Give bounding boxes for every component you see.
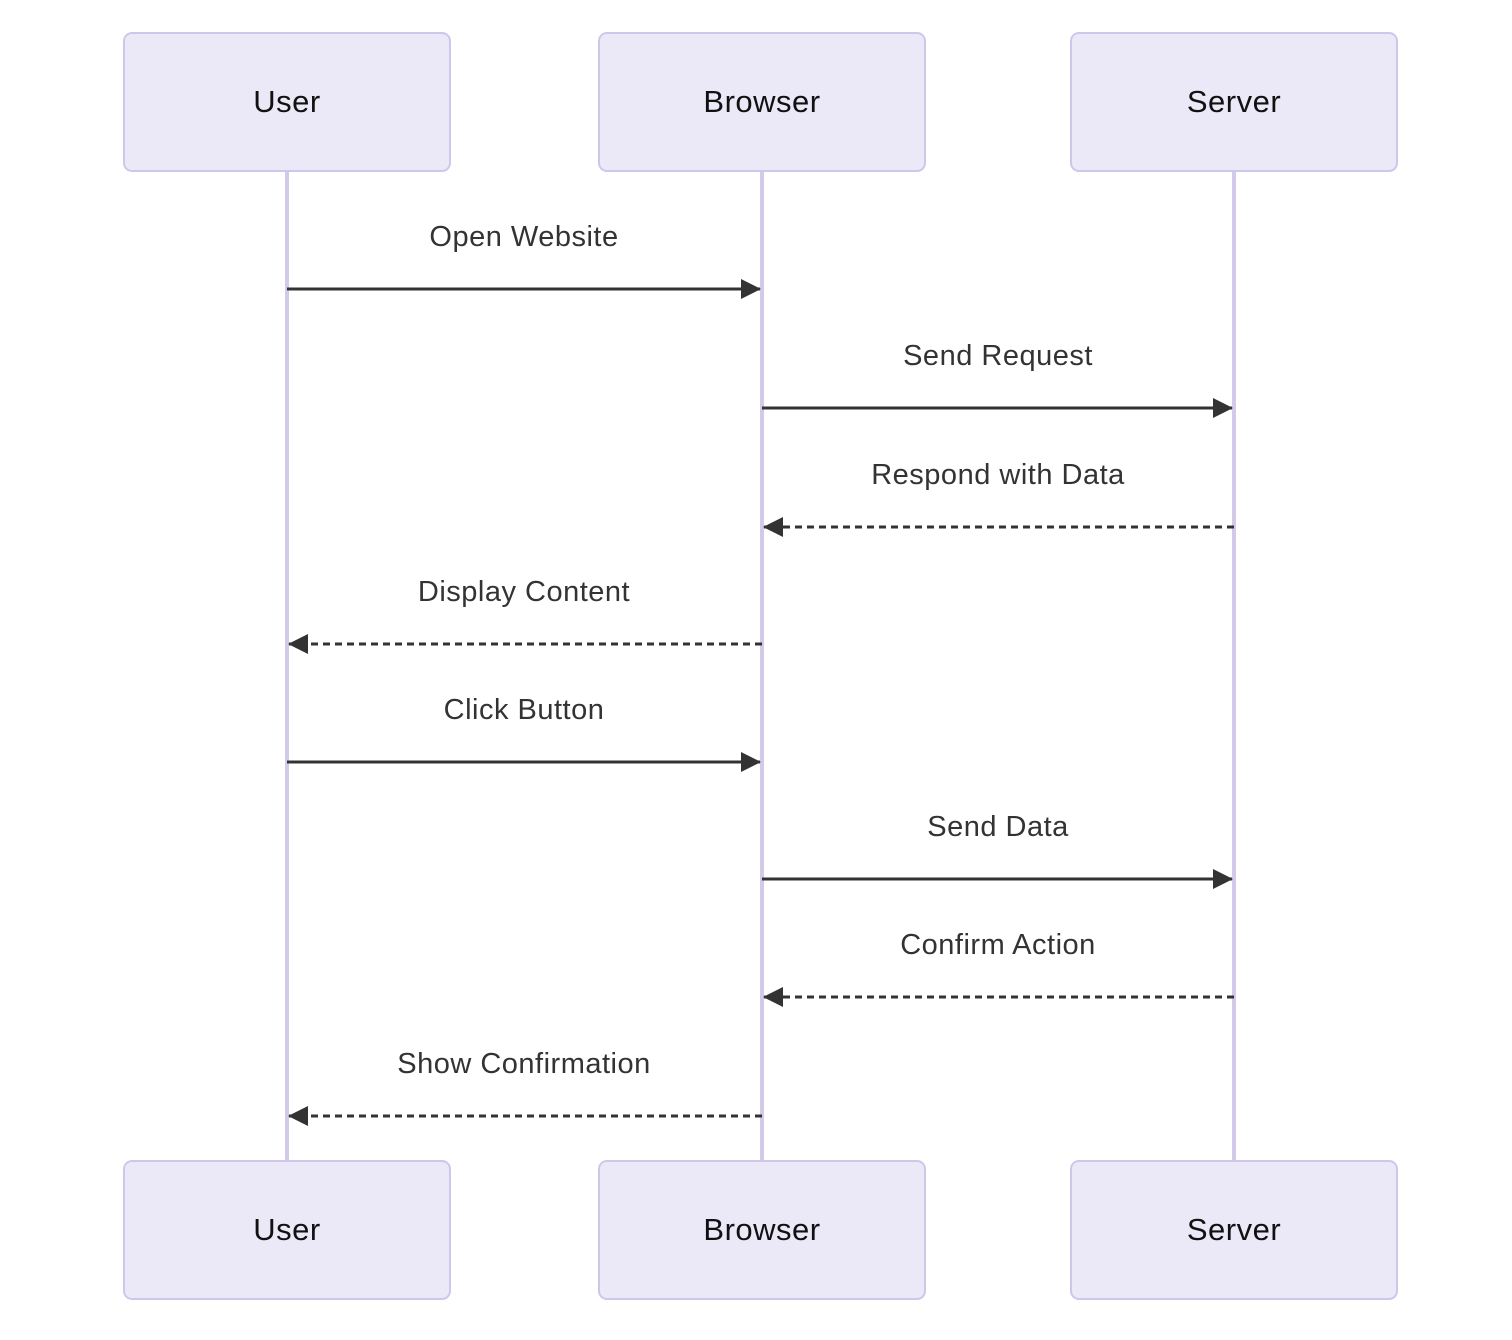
- actor-label-server-bottom: Server: [1186, 1212, 1282, 1247]
- actor-box-server-bottom: Server: [1070, 1160, 1398, 1300]
- message-label-show-confirmation: Show Confirmation: [397, 1048, 651, 1080]
- message-label-display-content: Display Content: [417, 576, 631, 608]
- actor-box-browser-top: Browser: [598, 32, 926, 172]
- message-label-send-data: Send Data: [927, 811, 1069, 843]
- actor-label-user-top: User: [253, 84, 321, 119]
- actor-label-browser-bottom: Browser: [703, 1212, 821, 1247]
- message-label-respond-with-data: Respond with Data: [871, 459, 1125, 491]
- actor-box-server-top: Server: [1070, 32, 1398, 172]
- message-label-confirm-action: Confirm Action: [900, 929, 1096, 961]
- message-label-click-button: Click Button: [443, 694, 605, 726]
- actor-label-server-top: Server: [1186, 84, 1282, 119]
- message-label-open-website: Open Website: [429, 221, 619, 253]
- message-label-send-request: Send Request: [903, 340, 1093, 372]
- actor-label-browser-top: Browser: [703, 84, 821, 119]
- actor-box-user-top: User: [123, 32, 451, 172]
- actor-box-user-bottom: User: [123, 1160, 451, 1300]
- actor-label-user-bottom: User: [253, 1212, 321, 1247]
- actor-box-browser-bottom: Browser: [598, 1160, 926, 1300]
